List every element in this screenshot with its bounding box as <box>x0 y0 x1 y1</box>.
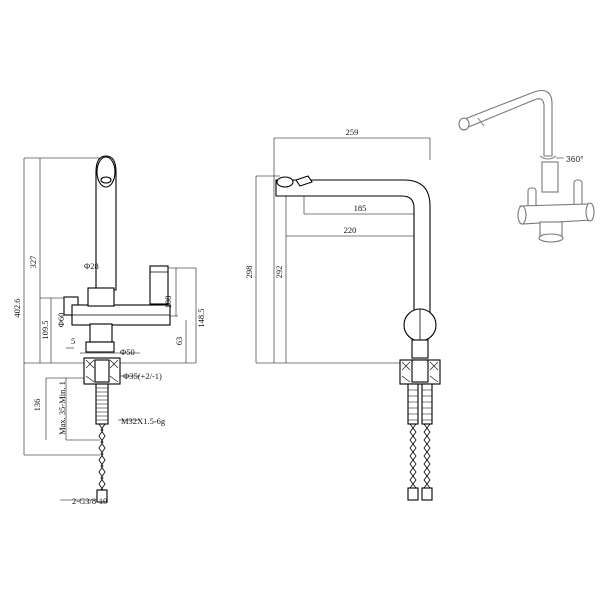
front-view: 259 185 220 298 292 <box>244 127 441 501</box>
side-view: 402.6 327 Φ28 108 148.5 Φ60 109.5 63 5 Φ… <box>12 155 206 506</box>
dim-spout-height: 292 <box>274 266 284 279</box>
dim-max-counter: Max. 35-Min. 1 <box>57 381 67 435</box>
dim-base-height: 63 <box>174 337 184 346</box>
dim-outlet-height: 109.5 <box>40 320 50 339</box>
dim-handle-height: 108 <box>163 296 173 309</box>
dim-spout-reach: 259 <box>346 127 359 137</box>
dim-outlet-inner: 185 <box>354 203 367 213</box>
dim-outlet-outer: 220 <box>344 225 357 235</box>
dim-thread: M32X1.5-6g <box>121 416 166 426</box>
dim-total-height: 298 <box>244 266 254 279</box>
dim-base-diameter: Φ50 <box>120 347 135 357</box>
perspective-sketch: 360° <box>458 89 595 243</box>
dim-base-offset: 5 <box>71 336 75 346</box>
dim-total-height: 402.6 <box>12 298 22 317</box>
rotation-label: 360° <box>566 154 584 164</box>
dim-hose-fitting: 2-G3/8-19 <box>72 496 107 506</box>
dim-spout-height: 327 <box>28 256 38 269</box>
dim-spout-diameter: Φ28 <box>84 261 99 271</box>
dim-mounting-depth: 136 <box>32 399 42 412</box>
dim-hole-diameter: Φ35(+2/-1) <box>123 371 162 381</box>
dim-body-height: 148.5 <box>196 308 206 327</box>
dim-body-diameter: Φ60 <box>56 313 66 328</box>
